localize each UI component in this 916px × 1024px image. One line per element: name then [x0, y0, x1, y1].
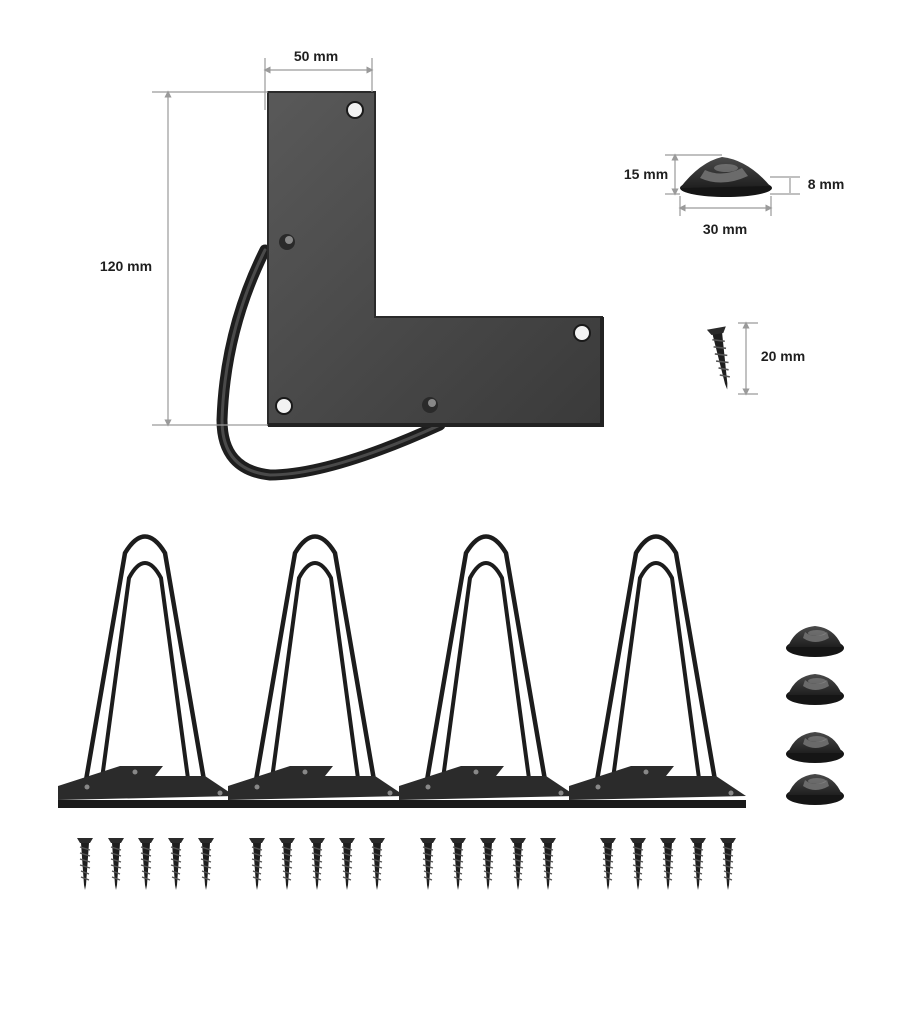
screw: [278, 837, 296, 891]
screw-set: [76, 837, 215, 891]
bracket-width-label: 50 mm: [294, 48, 338, 64]
screw-length-label: 20 mm: [761, 348, 805, 364]
screw: [167, 837, 185, 891]
bracket-detail: 50 mm 120 mm: [100, 48, 604, 481]
screw: [338, 837, 356, 891]
screw-detail: 20 mm: [706, 321, 805, 396]
hairpin-leg: [569, 537, 746, 809]
screw-set: [599, 837, 737, 891]
foot-height-label: 15 mm: [624, 166, 668, 182]
screw: [419, 837, 437, 891]
screw: [248, 837, 266, 891]
screw: [479, 837, 497, 891]
foot-base-height-label: 8 mm: [808, 176, 845, 192]
mount-hole: [275, 397, 293, 415]
floor-protector: [786, 674, 844, 705]
screw: [76, 837, 94, 891]
hairpin-leg: [228, 537, 405, 809]
screw: [449, 837, 467, 891]
l-bracket-plate: [267, 91, 603, 426]
screw: [137, 837, 155, 891]
screw: [509, 837, 527, 891]
screw: [689, 837, 707, 891]
floor-protector: [786, 626, 844, 657]
screw: [539, 837, 557, 891]
hairpin-leg: [58, 537, 235, 809]
kit-contents: [58, 537, 844, 891]
screw: [368, 837, 386, 891]
screw: [197, 837, 215, 891]
bracket-height-label: 120 mm: [100, 258, 152, 274]
screw: [719, 837, 737, 891]
screw: [629, 837, 647, 891]
mount-hole: [573, 324, 591, 342]
hairpin-leg: [399, 537, 576, 809]
screw: [599, 837, 617, 891]
screw: [308, 837, 326, 891]
screw: [659, 837, 677, 891]
foot-detail: 15 mm 8 mm 30 mm: [624, 153, 845, 237]
floor-protector: [786, 774, 844, 805]
screw: [107, 837, 125, 891]
foot-width-label: 30 mm: [703, 221, 747, 237]
screw-set: [248, 837, 386, 891]
screw-set: [419, 837, 557, 891]
mount-hole: [346, 101, 364, 119]
floor-protector: [786, 732, 844, 763]
